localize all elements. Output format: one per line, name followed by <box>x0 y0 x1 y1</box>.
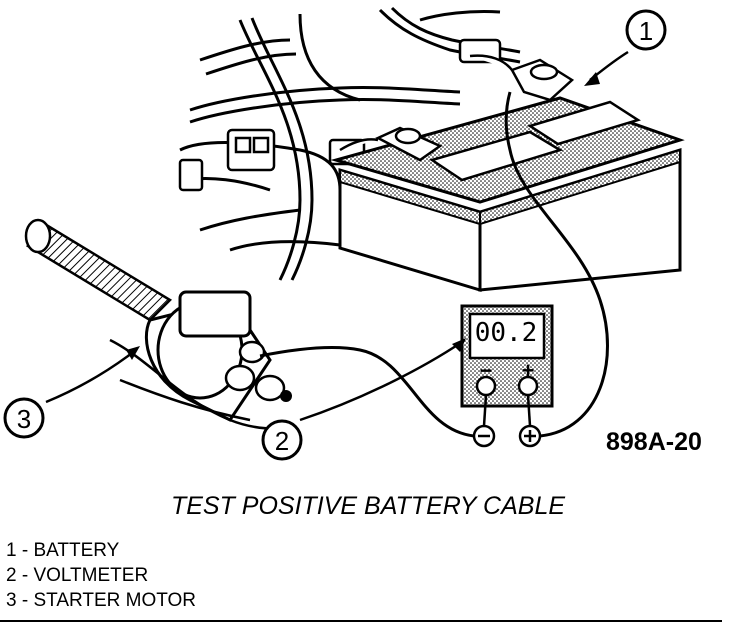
callout-number: 3 <box>17 404 31 434</box>
figure-id: 898A-20 <box>606 428 702 456</box>
figure-caption: TEST POSITIVE BATTERY CABLE <box>170 492 566 520</box>
positive-terminal-clamp <box>469 54 575 102</box>
battery <box>330 96 685 293</box>
voltmeter-reading: 00.2 <box>474 318 538 348</box>
voltmeter <box>460 304 554 408</box>
legend: 1 - BATTERY 2 - VOLTMETER 3 - STARTER MO… <box>6 538 196 613</box>
negative-terminal-clamp <box>339 126 443 162</box>
legend-item: 3 - STARTER MOTOR <box>6 590 197 611</box>
wiring-harness <box>179 6 521 281</box>
callout-3: 3 <box>3 397 45 439</box>
callout-number: 1 <box>639 16 653 46</box>
test-lead-negative <box>259 346 475 438</box>
callout-1: 1 <box>625 9 667 51</box>
leader-arrowheads <box>126 72 600 360</box>
voltmeter-positive-symbol: + <box>522 358 535 383</box>
bottom-rule <box>0 620 722 622</box>
callout-number: 2 <box>275 426 289 456</box>
legend-item: 2 - VOLTMETER <box>6 565 149 586</box>
starter-motor <box>24 218 292 430</box>
voltmeter-negative-symbol: − <box>480 358 493 383</box>
callout-2: 2 <box>261 419 303 461</box>
test-lead-positive <box>504 91 609 438</box>
legend-item: 1 - BATTERY <box>6 540 120 561</box>
